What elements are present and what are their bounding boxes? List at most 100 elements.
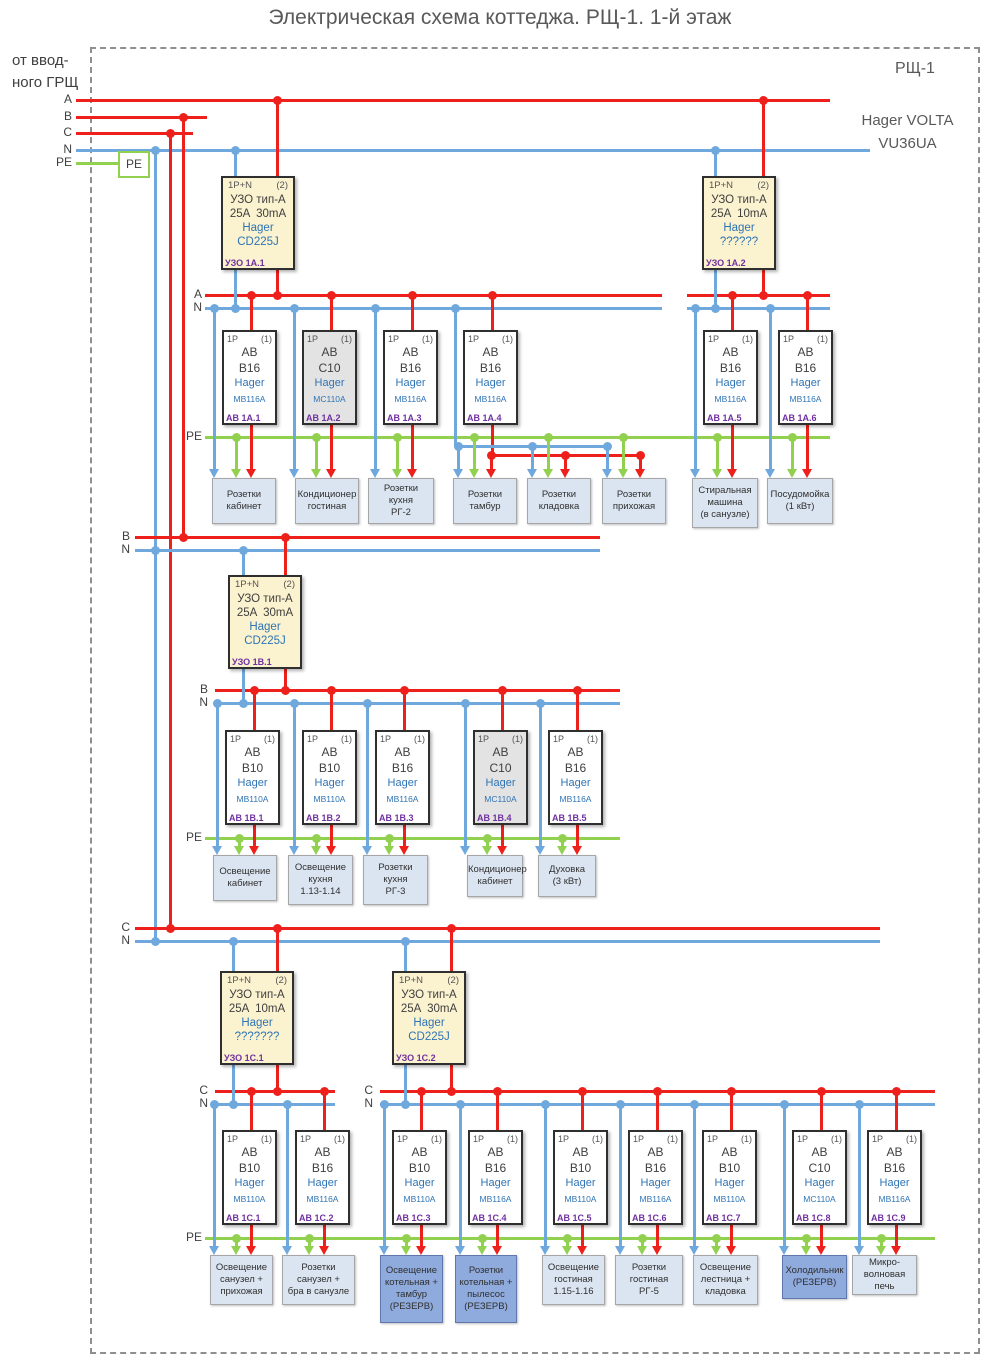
junction-dot xyxy=(238,698,248,708)
load-arrow-pe xyxy=(482,846,492,855)
pe-drop-wire xyxy=(314,437,318,470)
junction-dot xyxy=(399,685,409,695)
junction-dot xyxy=(326,685,336,695)
breaker-kind-text: АВ xyxy=(241,345,258,359)
module-header: 1P(1) xyxy=(465,332,516,344)
sub-bus-phase-label: C xyxy=(199,1083,208,1097)
rcd-brand-text: Hager xyxy=(242,222,274,234)
load-box-0-7: Посудомойка(1 кВт) xyxy=(767,478,833,524)
breaker-model-text: MB110A xyxy=(713,1193,746,1204)
breaker-id-label: АВ 1С.3 xyxy=(396,1213,431,1223)
breaker-phase-out-wire xyxy=(729,1225,733,1247)
breaker-rating-text: B10 xyxy=(718,1160,741,1175)
module-width: (1) xyxy=(261,1134,272,1144)
load-text-line: РГ-3 xyxy=(385,886,406,897)
junction-dot xyxy=(231,1233,241,1243)
module-header: 1P(1) xyxy=(794,1132,845,1144)
load-arrow-pe xyxy=(311,469,321,478)
junction-dot xyxy=(816,1086,826,1096)
breaker-rating-text: B16 xyxy=(719,360,742,375)
junction-dot xyxy=(543,432,553,442)
breaker-model-text: MB116A xyxy=(714,393,747,404)
junction-dot xyxy=(560,450,570,460)
sub-bus-neutral-label: N xyxy=(199,1096,208,1110)
junction-dot xyxy=(311,833,321,843)
breaker-phase-out-wire xyxy=(249,1225,253,1247)
breaker-id-label: АВ 1С.5 xyxy=(557,1213,592,1223)
load-arrow-phase xyxy=(326,846,336,855)
rcd-phase-out-wire xyxy=(761,270,765,295)
load-text-line: машина xyxy=(707,497,743,508)
junction-dot xyxy=(326,290,336,300)
junction-dot xyxy=(230,145,240,155)
load-text-line: гостиная xyxy=(629,1274,669,1285)
breaker-model-text: MB116A xyxy=(479,1193,512,1204)
module-header: 1P(1) xyxy=(869,1132,920,1144)
load-text-line: кухня xyxy=(308,874,333,885)
breaker-id-label: АВ 1А.2 xyxy=(306,413,341,423)
module-width: (1) xyxy=(831,1134,842,1144)
breaker-phase-out-wire xyxy=(419,1225,423,1247)
module-header: 1P(1) xyxy=(394,1132,445,1144)
neutral-bypass-wire xyxy=(292,308,296,470)
phase-drop-wire xyxy=(489,455,493,470)
pole-count: 1P xyxy=(707,1134,719,1144)
rcd-type-text: УЗО тип-А xyxy=(401,989,457,1001)
load-text-line: Розетки xyxy=(467,489,503,500)
junction-dot xyxy=(362,698,372,708)
breaker-kind-text: АВ xyxy=(492,745,509,759)
feeder-source-label-line1: от ввод- xyxy=(12,52,69,69)
pole-count: 1P xyxy=(307,334,319,344)
pe-bus-line xyxy=(205,836,620,840)
pole-count: 1P xyxy=(227,334,239,344)
load-arrow-neutral xyxy=(779,1246,789,1255)
junction-dot xyxy=(460,698,470,708)
junction-dot xyxy=(891,1086,901,1096)
breaker-id-label: АВ 1А.1 xyxy=(226,413,261,423)
breaker-kind-text: АВ xyxy=(567,745,584,759)
load-arrow-neutral xyxy=(379,1246,389,1255)
module-header: 1P(1) xyxy=(555,1132,606,1144)
breaker-rating-text: B16 xyxy=(238,360,261,375)
module-width: (1) xyxy=(414,734,425,744)
load-arrow-neutral xyxy=(765,469,775,478)
rcd-phase-out-wire xyxy=(275,270,279,295)
pole-count: 1P xyxy=(227,1134,239,1144)
breaker-phase-in-wire xyxy=(249,1091,253,1130)
load-text-line: Розетки xyxy=(616,489,652,500)
load-arrow-neutral xyxy=(362,846,372,855)
load-arrow-pe xyxy=(401,1246,411,1255)
junction-dot xyxy=(497,685,507,695)
rcd-rating-text: 25A 30mA xyxy=(236,607,294,619)
junction-dot xyxy=(234,833,244,843)
load-text-line: (РЕЗЕРВ) xyxy=(389,1301,434,1312)
junction-dot xyxy=(637,1233,647,1243)
rcd-rating-text: 25A 30mA xyxy=(229,208,287,220)
module-width: (1) xyxy=(334,1134,345,1144)
pe-drop-wire xyxy=(640,1238,644,1247)
sub-bus-neutral-label: N xyxy=(193,300,202,314)
load-text-line: кладовка xyxy=(705,1286,746,1297)
junction-dot xyxy=(765,303,775,313)
breaker-phase-out-wire xyxy=(410,425,414,470)
breaker-model-text: MB116A xyxy=(394,393,427,404)
junction-dot xyxy=(165,128,175,138)
load-text-line: Розетки xyxy=(541,489,577,500)
breaker-id-label: АВ 1С.7 xyxy=(706,1213,741,1223)
sub-bus-neutral-line xyxy=(215,701,620,705)
junction-dot xyxy=(711,1233,721,1243)
pe-drop-wire xyxy=(565,1238,569,1247)
page-title: Электрическая схема коттеджа. РЩ-1. 1-й … xyxy=(268,6,732,29)
rcd-phase-in-wire xyxy=(761,100,765,176)
breaker-brand-text: Hager xyxy=(314,777,345,789)
pe-bus-line xyxy=(205,435,830,439)
junction-dot xyxy=(446,923,456,933)
load-arrow-neutral xyxy=(289,846,299,855)
junction-dot xyxy=(450,303,460,313)
breaker-brand-text: Hager xyxy=(879,1177,910,1189)
junction-dot xyxy=(690,303,700,313)
junction-dot xyxy=(400,936,410,946)
